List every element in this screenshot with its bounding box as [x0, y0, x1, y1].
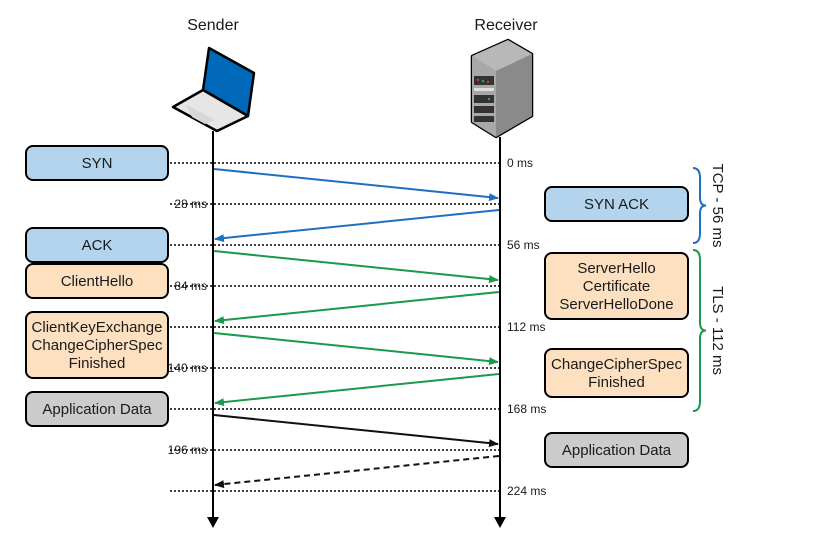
message-label: ClientKeyExchange [32, 319, 163, 336]
server-icon [470, 38, 534, 139]
time-labels: 0 ms 28 ms 56 ms 84 ms 112 ms 140 ms 168 ms 196… [168, 156, 547, 498]
message-label: SYN [82, 155, 113, 172]
laptop-icon [171, 46, 256, 133]
message-label: ServerHelloDone [559, 296, 673, 313]
phase-brace [692, 167, 707, 244]
time-label: 196 ms [168, 443, 207, 457]
message-box: ClientKeyExchangeChangeCipherSpecFinishe… [25, 311, 169, 379]
message-arrow [213, 332, 499, 366]
message-box: ClientHello [25, 263, 169, 299]
message-label: ChangeCipherSpec [32, 337, 163, 354]
time-label: 224 ms [507, 484, 546, 498]
message-arrow [214, 455, 500, 489]
time-label: 28 ms [174, 197, 207, 211]
phase-label: TLS - 112 ms [709, 286, 726, 375]
sender-title: Sender [187, 17, 239, 34]
time-label: 140 ms [168, 361, 207, 375]
message-box: SYN [25, 145, 169, 181]
message-box: SYN ACK [544, 186, 689, 222]
sender-lifeline [207, 131, 219, 528]
message-arrows [213, 168, 500, 489]
time-label: 0 ms [507, 156, 533, 170]
message-label: SYN ACK [584, 196, 649, 213]
message-arrow [214, 291, 500, 325]
time-label: 84 ms [174, 279, 207, 293]
message-label: ChangeCipherSpec [551, 356, 682, 373]
message-label: Certificate [583, 278, 651, 295]
message-label: ACK [82, 237, 113, 254]
receiver-lifeline [494, 137, 506, 528]
message-box: Application Data [25, 391, 169, 427]
time-gridlines [170, 162, 500, 492]
time-label: 56 ms [507, 238, 540, 252]
message-arrow [213, 168, 499, 202]
phase-label: TCP - 56 ms [709, 164, 726, 248]
message-arrow [213, 250, 499, 284]
message-label: Application Data [42, 401, 152, 418]
receiver-title: Receiver [474, 17, 538, 34]
message-label: Finished [588, 374, 645, 391]
message-label: Application Data [562, 442, 672, 459]
message-boxes: SYNACKClientHelloClientKeyExchangeChange… [25, 145, 689, 468]
message-box: ACK [25, 227, 169, 263]
time-label: 168 ms [507, 402, 546, 416]
message-arrow [214, 373, 500, 407]
phase-brace [692, 249, 707, 412]
message-label: ClientHello [61, 273, 134, 290]
phase-braces: TCP - 56 ms TLS - 112 ms [692, 164, 726, 412]
message-box: Application Data [544, 432, 689, 468]
message-label: ServerHello [577, 260, 655, 277]
message-arrow [213, 414, 499, 448]
message-label: Finished [69, 355, 126, 372]
message-arrow [214, 209, 500, 243]
time-label: 112 ms [507, 320, 545, 334]
